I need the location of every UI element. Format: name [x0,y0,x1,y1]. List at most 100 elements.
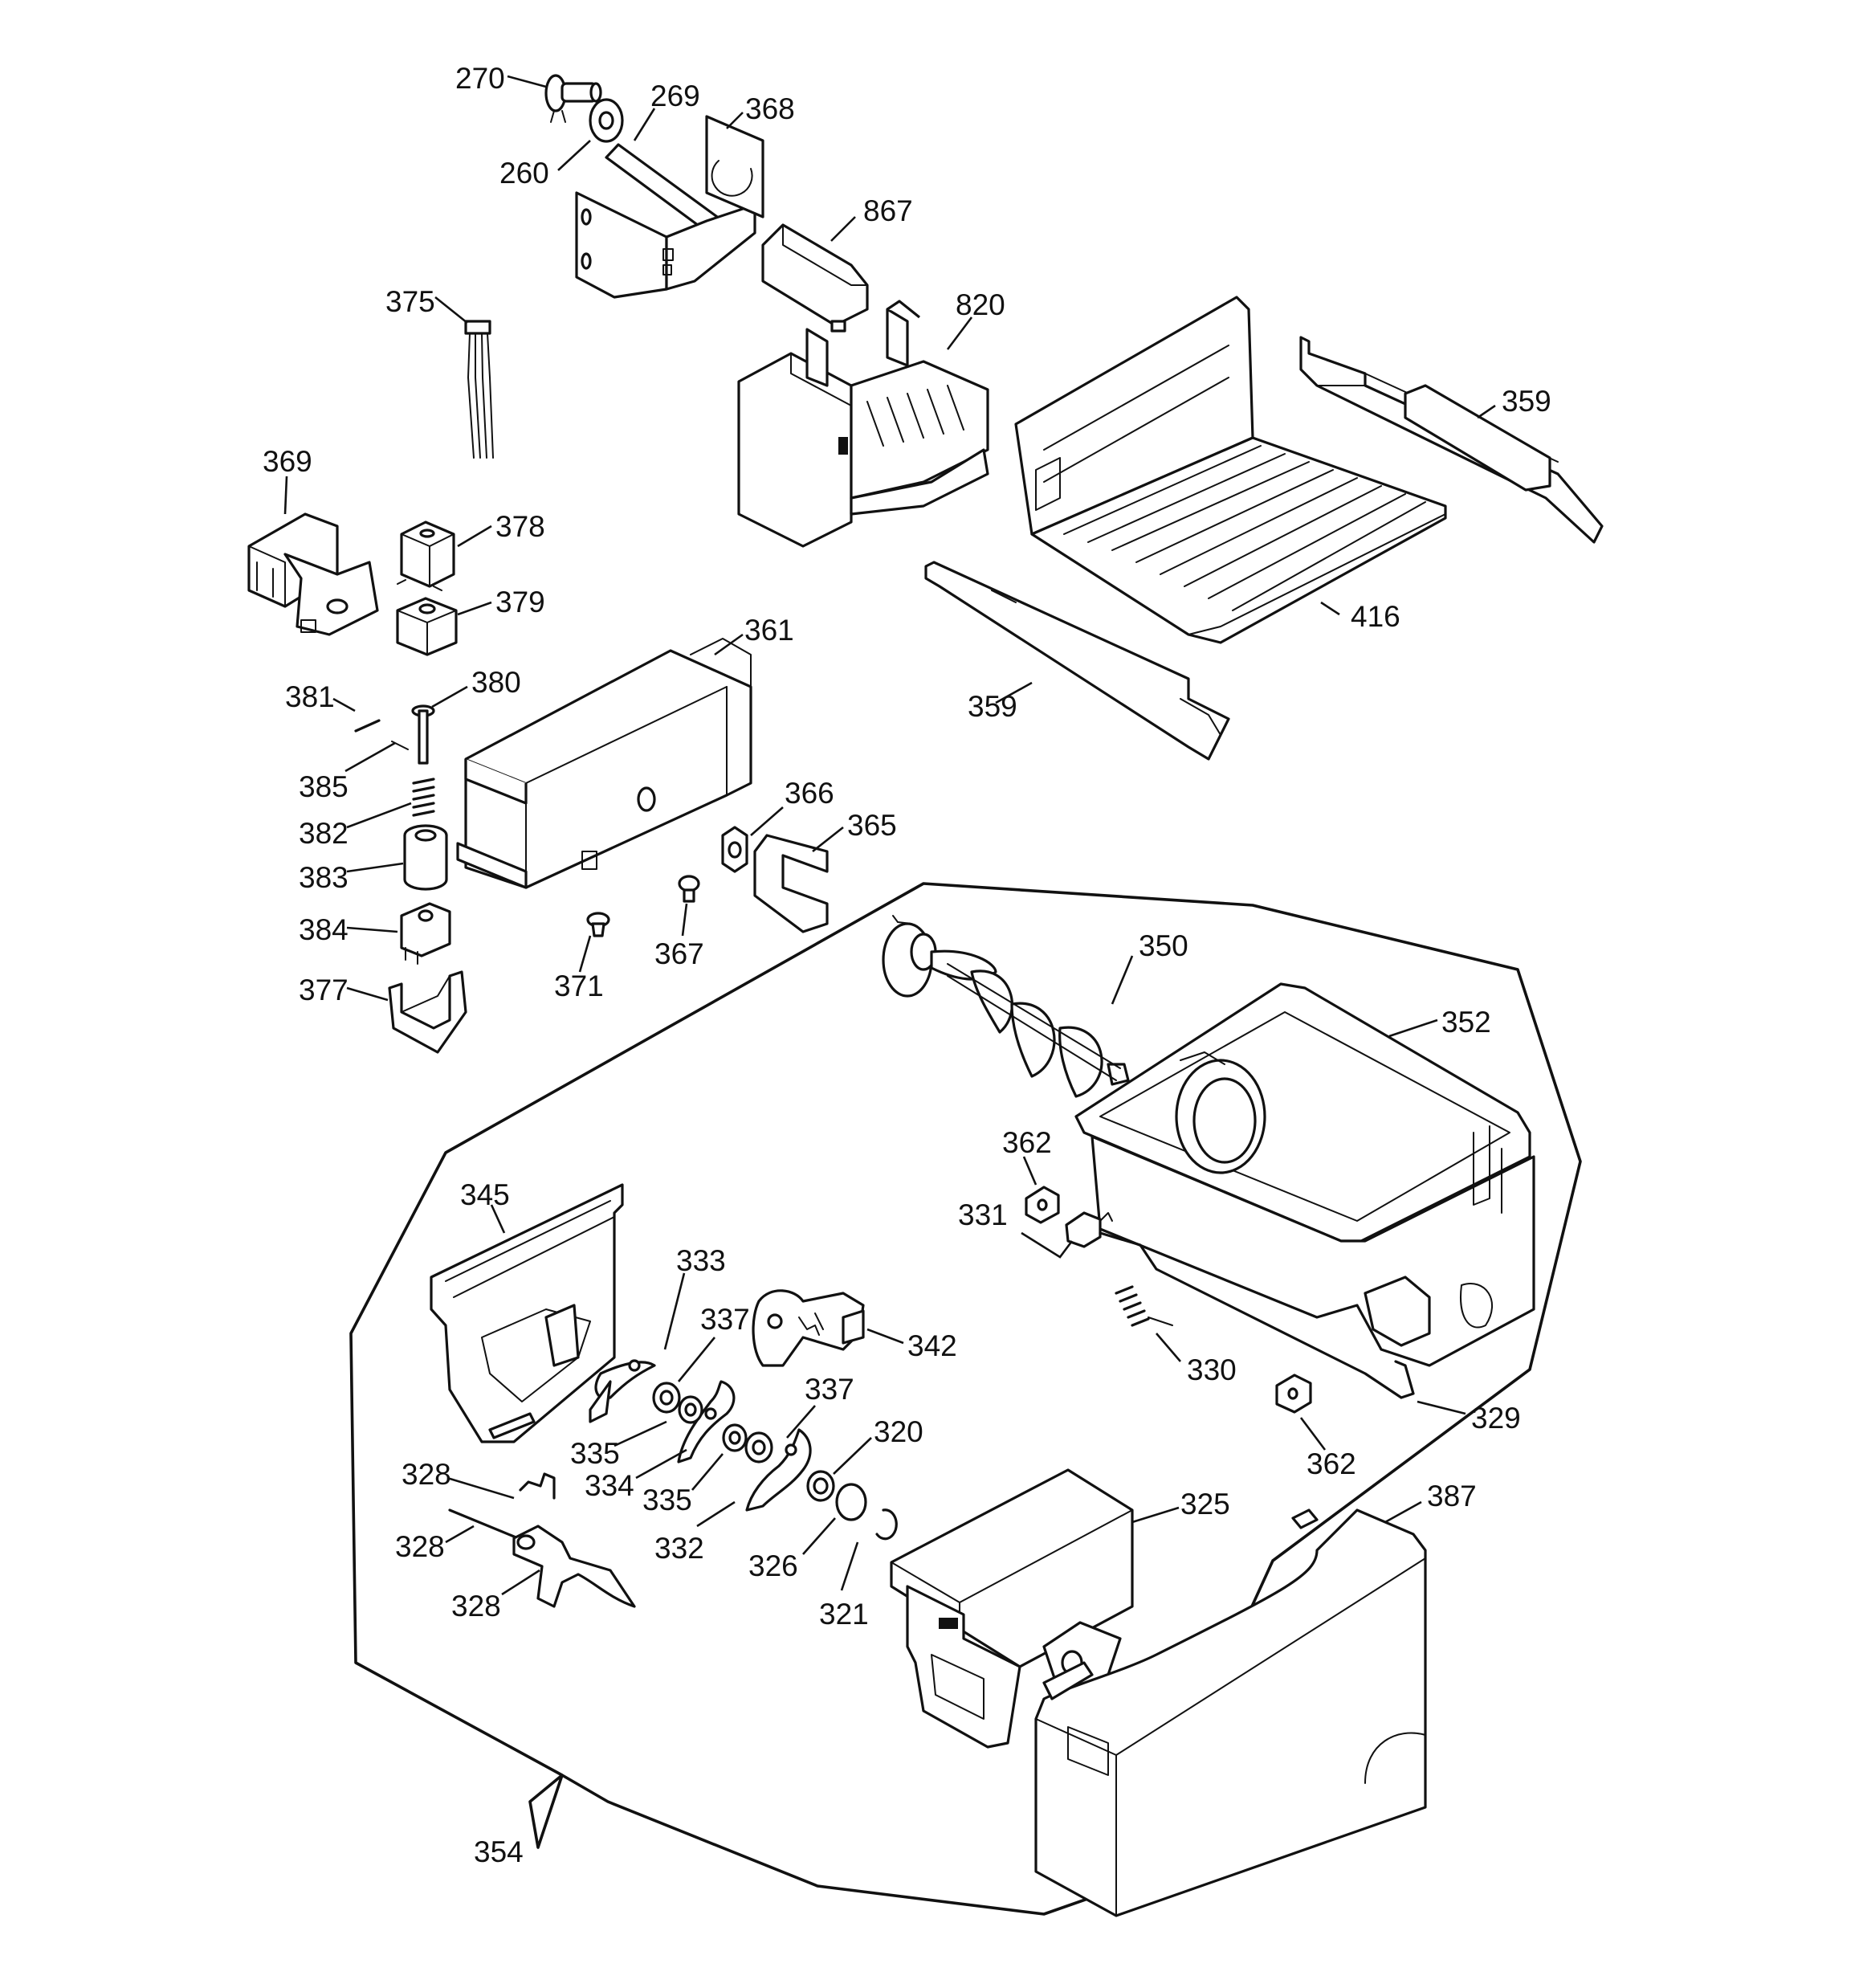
callout-345: 345 [460,1178,510,1211]
callout-383: 383 [299,861,349,894]
part-371-screw [586,912,610,937]
part-384-holder [400,902,451,965]
callout-375: 375 [385,285,435,318]
leader-lines [283,75,1496,1596]
part-335-washer-b [722,1423,748,1452]
callout-328-top: 328 [402,1458,451,1491]
bracket-and-shaft [544,74,869,333]
part-379-block [396,597,458,656]
callout-260: 260 [499,157,549,190]
part-326-ring [835,1483,867,1521]
callout-416: 416 [1351,600,1400,633]
part-366-clip [721,826,748,873]
part-365-spring-clip [753,834,829,933]
part-416-shelf [1014,296,1447,644]
part-321-clip [875,1508,898,1541]
callout-380: 380 [471,666,521,699]
part-320-bushing [806,1470,835,1502]
callout-371: 371 [554,970,604,1002]
part-383-bushing [403,824,448,891]
part-362-bracket-lower [1275,1374,1312,1414]
part-328-spring [519,1472,556,1500]
part-368-bracket [575,115,764,299]
callout-labels: 270 269 368 260 867 375 820 359 369 378 … [263,62,1551,1868]
callout-382: 382 [299,817,349,850]
callout-387: 387 [1427,1480,1477,1512]
part-328-pin [448,1508,520,1540]
callout-331: 331 [958,1198,1008,1231]
callout-334: 334 [585,1469,634,1502]
callout-269: 269 [650,80,700,112]
dispenser-assembly-boundary [349,882,1582,1916]
callout-354: 354 [474,1835,524,1868]
callout-328-bottom: 328 [451,1590,501,1623]
part-337-washer-b [744,1431,773,1463]
callout-369: 369 [263,445,312,478]
callout-335-right: 335 [642,1484,692,1517]
part-359-rail-left [924,561,1230,761]
callout-333: 333 [676,1244,726,1277]
callout-384: 384 [299,913,349,946]
callout-328-mid: 328 [395,1530,445,1563]
callout-362-upper: 362 [1002,1126,1052,1159]
callout-330: 330 [1187,1353,1237,1386]
part-270-cap [544,74,602,123]
part-361-housing [456,638,752,889]
callout-332: 332 [654,1532,704,1565]
callout-367: 367 [654,937,704,970]
callout-329: 329 [1471,1402,1521,1435]
callout-368: 368 [745,92,795,125]
callout-342: 342 [907,1329,957,1362]
callout-321: 321 [819,1598,869,1631]
callout-350: 350 [1139,929,1188,962]
part-359-rail-right [1299,336,1604,544]
part-333-cam [589,1359,656,1423]
part-380-plunger [411,704,435,765]
callout-365: 365 [847,809,897,842]
part-362-bracket-upper [1025,1186,1060,1224]
part-378-solenoid [397,520,455,591]
callout-366: 366 [785,777,834,810]
part-328-lever [512,1525,636,1608]
callout-359-upper: 359 [1502,385,1551,418]
part-352-ice-bucket [1074,982,1535,1367]
callout-381: 381 [285,680,335,713]
part-867-cover [761,223,869,333]
callout-352: 352 [1441,1006,1491,1039]
callout-337-lower: 337 [805,1373,854,1406]
callout-270: 270 [455,62,505,95]
part-260-washer [589,98,624,143]
part-334-cam [677,1380,736,1463]
part-345-cover-plate [430,1183,624,1443]
callout-385: 385 [299,770,349,803]
part-350-auger [882,915,1130,1098]
callout-820: 820 [956,288,1005,321]
part-375-wire-harness [464,320,494,459]
part-381-spring-pin [354,719,381,733]
part-325-chute [890,1468,1134,1749]
callout-867: 867 [863,194,913,227]
callout-362-lower: 362 [1307,1447,1356,1480]
part-342-actuator [752,1289,865,1367]
part-367-screw [678,875,700,903]
callout-379: 379 [495,586,545,618]
callout-361: 361 [744,614,794,647]
callout-335-left: 335 [570,1437,620,1470]
part-330-spring [1115,1285,1173,1327]
part-377-bracket [388,970,467,1054]
part-387-housing [1034,1508,1427,1917]
callout-325: 325 [1180,1488,1230,1521]
part-332-cam [745,1428,812,1512]
callout-377: 377 [299,974,349,1006]
callout-326: 326 [748,1549,798,1582]
part-329-rod [1099,1231,1415,1399]
part-382-spring [412,778,435,817]
part-331-lever [1065,1211,1113,1248]
callout-378: 378 [495,510,545,543]
callout-359-lower: 359 [968,690,1017,723]
part-337-washer-a [652,1382,681,1414]
callout-337-upper: 337 [700,1303,750,1336]
part-335-washer-a [678,1395,703,1424]
part-369-motor [247,512,379,636]
